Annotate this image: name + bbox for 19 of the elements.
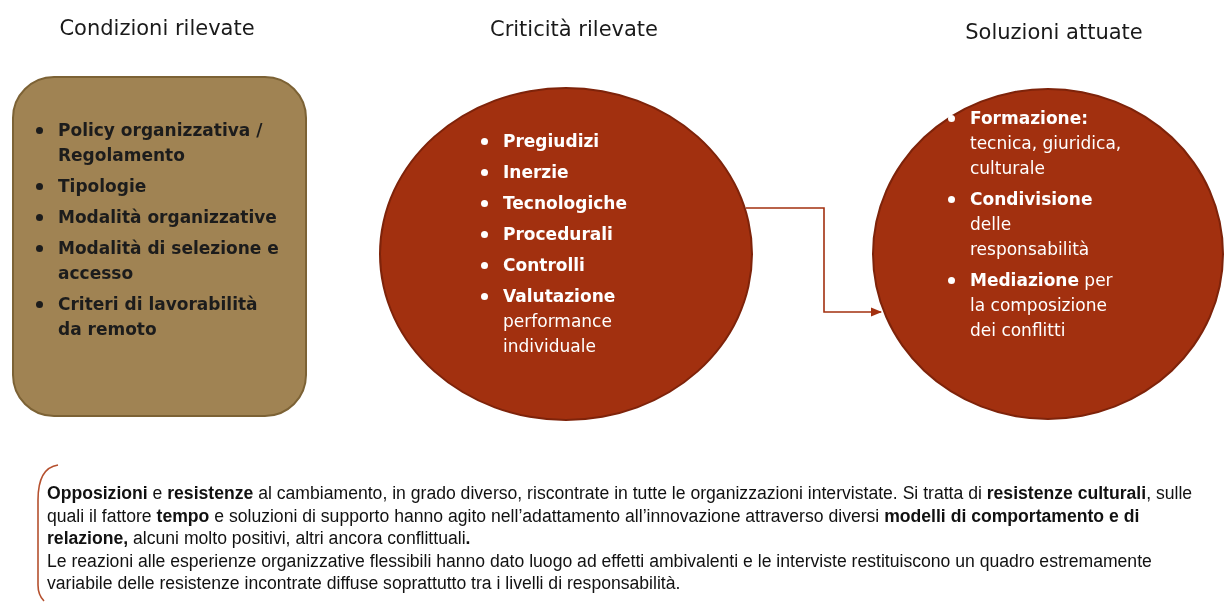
bullet-text: Criteri di lavorabilità da remoto — [58, 294, 258, 339]
note-paragraph: Le reazioni alle esperienze organizzative flessibili hanno dato luogo ad effetti ambivalenti e le interviste restituiscono un quadro estremamente variabile delle resistenze incontrate diffuse soprattutto tra i livelli di responsabilità. — [47, 549, 1153, 595]
column-heading: Criticità rilevate — [489, 17, 659, 41]
bullet-text: Valutazione performance individuale — [503, 286, 616, 356]
bullet-text: Controlli — [503, 255, 585, 275]
bullet-text: Formazione: tecnica, giuridica, culturale — [970, 108, 1122, 178]
bullet-text: Tipologie — [58, 176, 147, 196]
bullet-text: Inerzie — [503, 162, 569, 182]
bullet-text: Modalità organizzative — [58, 207, 277, 227]
note-paragraph: Opposizioni e resistenze al cambiamento, in grado diverso, riscontrate in tutte le organizzazioni intervistate. Si tratta di resistenze culturali, sulle quali il fattore tempo e soluzioni di supporto hanno agito nell’adattamento all’innovazione attraverso diversi modelli di comportamento e di relazione, alcuni molto positivi, altri ancora conflittuali. — [47, 482, 1194, 550]
column-heading: Condizioni rilevate — [58, 16, 256, 40]
column-heading: Soluzioni attuate — [964, 20, 1144, 44]
bullet-text: Procedurali — [503, 224, 613, 244]
bullet-text: Pregiudizi — [503, 131, 600, 151]
bullet-text: Policy organizzativa / Regolamento — [58, 120, 263, 165]
bullet-text: Tecnologiche — [503, 193, 627, 213]
elbow-arrow — [744, 207, 883, 317]
bullet-text: Modalità di selezione e accesso — [58, 238, 279, 283]
bullet-text: Mediazione per la composizione dei conflitti — [970, 270, 1113, 340]
